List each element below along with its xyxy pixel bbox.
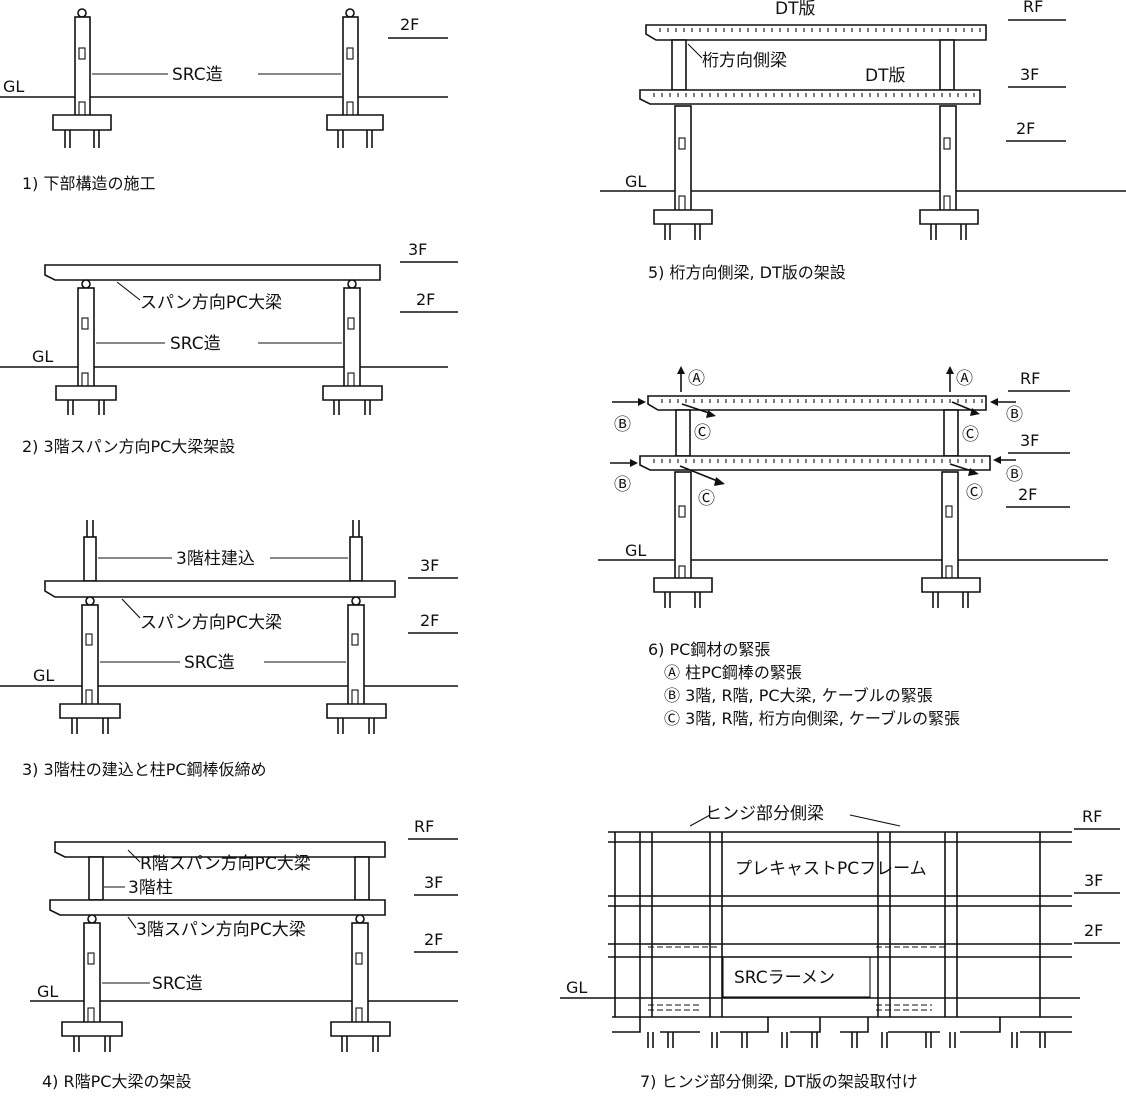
gl-label: GL bbox=[566, 978, 587, 997]
floor-3f-label: 3F bbox=[408, 240, 427, 259]
gl-label: GL bbox=[625, 541, 646, 560]
slab-ticks-rf bbox=[661, 399, 983, 403]
src-rahmen-label: SRCラーメン bbox=[734, 968, 835, 988]
step-6-note-b: Ⓑ 3階, R階, PC大梁, ケーブルの緊張 bbox=[664, 686, 933, 705]
mark-b-rf-left: Ⓑ bbox=[614, 415, 631, 435]
mark-c-3f-left: Ⓒ bbox=[698, 489, 715, 509]
col3-label: 3階柱建込 bbox=[176, 549, 255, 569]
floor-3f-label: 3F bbox=[1084, 871, 1103, 890]
mark-b-3f-right: Ⓑ bbox=[1006, 465, 1023, 485]
src-label: SRC造 bbox=[152, 974, 203, 994]
floor-3f-label: 3F bbox=[1020, 65, 1039, 84]
beam3-label: 3階スパン方向PC大梁 bbox=[136, 920, 306, 940]
step-2: GL 3F 2F スパン方向PC大梁 SRC造 2) 3階スパン方向PC大梁架設 bbox=[0, 240, 458, 456]
floor-2f-label: 2F bbox=[416, 290, 435, 309]
floor-rf-label: RF bbox=[1020, 369, 1040, 388]
frame-columns bbox=[614, 832, 1041, 1017]
dt-label-top: DT版 bbox=[775, 0, 815, 19]
gl-label: GL bbox=[33, 666, 54, 685]
hinge-beam-label: ヒンジ部分側梁 bbox=[705, 804, 824, 824]
floor-rf-label: RF bbox=[414, 817, 434, 836]
step-4-caption: 4) R階PC大梁の架設 bbox=[42, 1072, 191, 1091]
dt-slab-3f bbox=[639, 89, 981, 105]
mark-b-3f-left: Ⓑ bbox=[614, 475, 631, 495]
dt-label-3f: DT版 bbox=[865, 66, 905, 86]
floor-3f-label: 3F bbox=[424, 873, 443, 892]
gl-label: GL bbox=[3, 77, 24, 96]
frame-piles bbox=[647, 1032, 1046, 1048]
floor-2f-label: 2F bbox=[1018, 485, 1037, 504]
mark-c-3f-right: Ⓒ bbox=[966, 483, 983, 503]
floor-2f-label: 2F bbox=[400, 15, 419, 34]
step-5-caption: 5) 桁方向側梁, DT版の架設 bbox=[648, 263, 846, 282]
col3-label: 3階柱 bbox=[128, 878, 173, 898]
step-7: RF 3F 2F GL ヒンジ部分側梁 プレキャストPCフレーム SRCラーメン bbox=[560, 804, 1120, 1091]
mark-b-rf-right: Ⓑ bbox=[1006, 405, 1023, 425]
pc-frame-label: プレキャストPCフレーム bbox=[735, 859, 927, 879]
slab-ticks-rf bbox=[659, 28, 981, 32]
column-left bbox=[52, 8, 112, 148]
floor-rf-label: RF bbox=[1082, 807, 1102, 826]
floor-2f-label: 2F bbox=[424, 930, 443, 949]
gl-label: GL bbox=[32, 347, 53, 366]
floor-2f-label: 2F bbox=[420, 611, 439, 630]
gl-label: GL bbox=[37, 982, 58, 1001]
mark-a-left: Ⓐ bbox=[688, 369, 705, 389]
step-6-note-a: Ⓐ 柱PC鋼棒の緊張 bbox=[664, 663, 802, 682]
floor-rf-label: RF bbox=[1023, 0, 1043, 16]
step-2-caption: 2) 3階スパン方向PC大梁架設 bbox=[22, 437, 235, 456]
gl-label: GL bbox=[625, 172, 646, 191]
src-label: SRC造 bbox=[184, 653, 235, 673]
step-1-caption: 1) 下部構造の施工 bbox=[22, 174, 156, 193]
pc-beam bbox=[44, 264, 381, 281]
beam-label: スパン方向PC大梁 bbox=[140, 293, 282, 313]
step-3: GL 3F 2F 3階柱建込 スパン方向PC大梁 SRC造 3) 3階柱の建込と… bbox=[0, 520, 458, 779]
floor-3f-label: 3F bbox=[1020, 431, 1039, 450]
floor-3f-label: 3F bbox=[420, 556, 439, 575]
floor-2f-label: 2F bbox=[1016, 119, 1035, 138]
side-beam-label: 桁方向側梁 bbox=[702, 51, 787, 71]
step-5: GL RF 3F 2F DT版 DT版 桁方向側梁 5) 桁方向側梁, DT版の… bbox=[600, 0, 1126, 282]
rbeam-label: R階スパン方向PC大梁 bbox=[140, 854, 311, 874]
mark-a-right: Ⓐ bbox=[956, 369, 973, 389]
dt-slab-rf bbox=[645, 24, 987, 41]
floor-2f-label: 2F bbox=[1084, 921, 1103, 940]
mark-c-rf-right: Ⓒ bbox=[962, 425, 979, 445]
step-6: GL RF 3F 2F Ⓐ Ⓐ Ⓑ Ⓑ Ⓑ bbox=[598, 366, 1108, 728]
column-right bbox=[326, 8, 384, 148]
slab-ticks-3f bbox=[653, 459, 983, 463]
src-label: SRC造 bbox=[170, 334, 221, 354]
slab-ticks-3f bbox=[653, 93, 975, 97]
mark-c-rf-left: Ⓒ bbox=[694, 423, 711, 443]
beam-label: スパン方向PC大梁 bbox=[140, 613, 282, 633]
step-6-note-c: Ⓒ 3階, R階, 桁方向側梁, ケーブルの緊張 bbox=[664, 709, 960, 728]
step-1: GL 2F SRC造 1) 下部構造の施工 bbox=[0, 8, 448, 193]
step-7-caption: 7) ヒンジ部分側梁, DT版の架設取付け bbox=[640, 1072, 918, 1091]
step-3-caption: 3) 3階柱の建込と柱PC鋼棒仮締め bbox=[22, 760, 267, 779]
src-label: SRC造 bbox=[172, 65, 223, 85]
step-6-caption: 6) PC鋼材の緊張 bbox=[648, 640, 770, 659]
step-4: GL RF 3F 2F R階スパン方向PC大梁 3階柱 3階スパン方向PC大梁 … bbox=[30, 817, 458, 1091]
